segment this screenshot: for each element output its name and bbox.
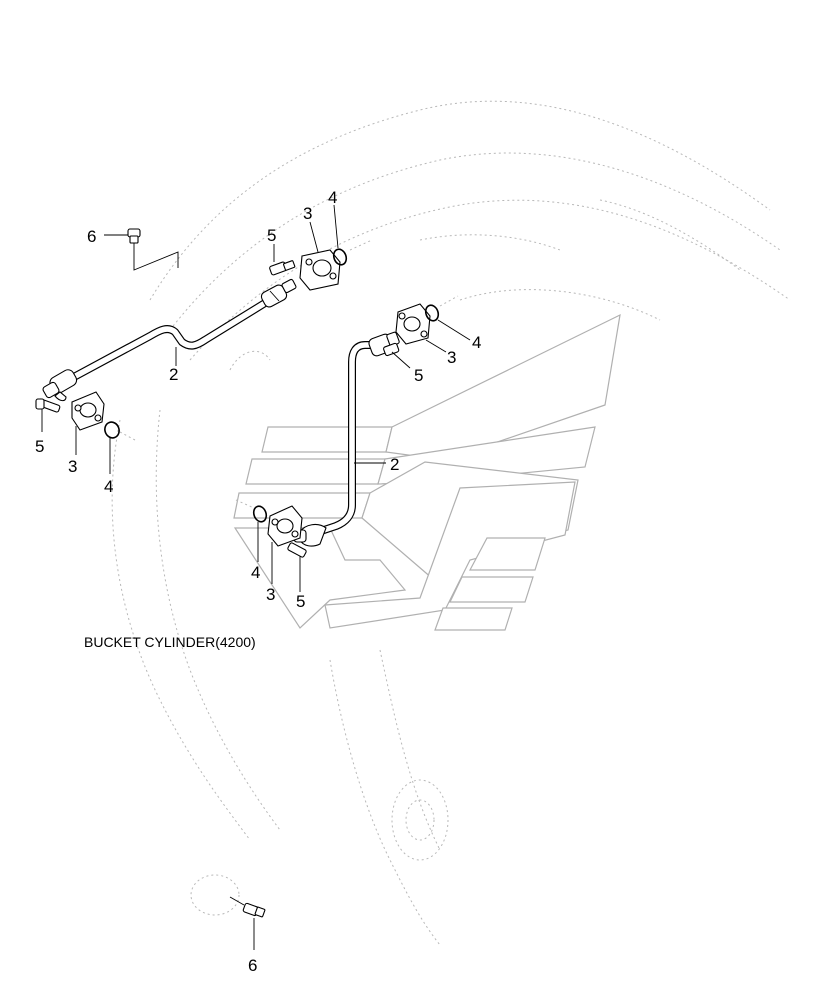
- callout-2-upper: 2: [169, 365, 178, 384]
- callout-6-top: 6: [87, 227, 96, 246]
- pipe-upper-left-fitting: [42, 369, 78, 402]
- flange-right: [395, 303, 447, 353]
- grease-fitting-top: [104, 228, 179, 271]
- bolt-left: [35, 398, 61, 432]
- oring-bottom: [235, 499, 268, 562]
- callout-6-bottom: 6: [248, 956, 257, 975]
- callout-5-top-center: 5: [267, 226, 276, 245]
- oring-top-center: [332, 204, 373, 266]
- callout-4-right: 4: [472, 333, 481, 352]
- callout-4-bottom: 4: [251, 563, 260, 582]
- callout-4-left: 4: [104, 477, 113, 496]
- oring-left: [104, 421, 136, 474]
- callout-3-top-center: 3: [303, 204, 312, 223]
- background-chevron-plates: [233, 313, 621, 631]
- bolt-bottom: [287, 542, 307, 592]
- callout-3-left: 3: [68, 457, 77, 476]
- pipe-upper-right-fitting: [260, 278, 297, 308]
- callout-3-right: 3: [447, 348, 456, 367]
- flange-top-center: [299, 221, 341, 291]
- grease-fitting-bottom: [229, 896, 266, 950]
- background-boom-outline: [111, 100, 791, 946]
- pipe-lower: [314, 341, 386, 536]
- oring-right: [424, 295, 471, 341]
- flange-bottom: [267, 505, 303, 584]
- flange-left: [71, 391, 105, 455]
- diagram-caption: BUCKET CYLINDER(4200): [84, 634, 256, 650]
- callout-5-right: 5: [414, 366, 423, 385]
- callout-5-bottom: 5: [296, 592, 305, 611]
- bolt-right: [383, 342, 411, 369]
- pipe-upper: [54, 299, 269, 392]
- callout-3-bottom: 3: [266, 585, 275, 604]
- callout-5-left: 5: [35, 437, 44, 456]
- callout-4-top-center: 4: [328, 188, 337, 207]
- callout-2-lower: 2: [390, 455, 399, 474]
- bolt-top-center: [269, 244, 296, 276]
